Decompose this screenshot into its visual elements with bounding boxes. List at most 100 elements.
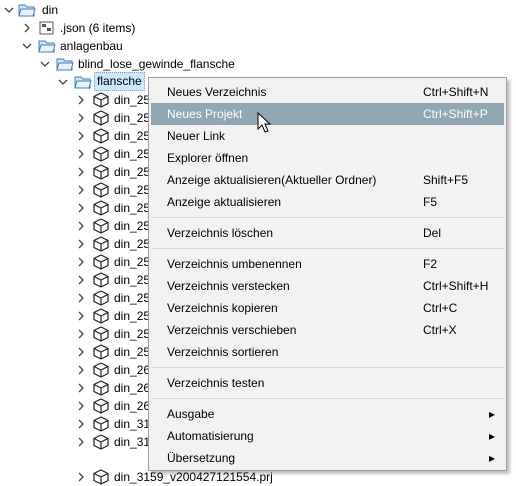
menu-item-label: Neues Projekt (167, 107, 243, 121)
folder-open-icon (56, 58, 74, 71)
menu-item-neuer-link[interactable]: Neuer Link (151, 125, 504, 147)
menu-item-shortcut: Ctrl+Shift+N (423, 85, 489, 99)
menu-item-delete[interactable]: Verzeichnis löschen Del (151, 222, 504, 244)
chevron-down-icon[interactable] (58, 77, 68, 87)
tree-label: din_25 (114, 237, 151, 251)
menu-item-neues-projekt[interactable]: Neues Projekt Ctrl+Shift+P (151, 103, 504, 125)
tree-label: din_31 (114, 417, 151, 431)
tree-label: din_25 (114, 345, 151, 359)
menu-item-label: Verzeichnis verstecken (167, 279, 290, 293)
menu-item-label: Automatisierung (167, 429, 254, 443)
menu-item-shortcut: Ctrl+X (423, 323, 457, 337)
tree-label: din_25 (114, 255, 151, 269)
tree-label: din_25 (114, 93, 151, 107)
menu-item-sort[interactable]: Verzeichnis sortieren (151, 341, 504, 363)
menu-item-shortcut: F2 (423, 257, 438, 271)
chevron-right-icon[interactable] (76, 275, 86, 285)
chevron-right-icon[interactable] (76, 472, 86, 482)
chevron-right-icon[interactable] (76, 347, 86, 357)
chevron-right-icon[interactable] (22, 23, 32, 33)
cube-icon (93, 200, 109, 216)
cube-icon (93, 110, 109, 126)
chevron-right-icon[interactable] (76, 149, 86, 159)
tree-label: blind_lose_gewinde_flansche (78, 57, 235, 71)
tree-label: din_25 (114, 111, 151, 125)
chevron-right-icon[interactable] (76, 113, 86, 123)
menu-item-automatisierung[interactable]: Automatisierung ▸ (151, 425, 504, 447)
tree-label: din_25 (114, 165, 151, 179)
folder-open-icon (38, 40, 56, 53)
menu-item-uebersetzung[interactable]: Übersetzung▸ (151, 447, 504, 469)
cube-icon (93, 128, 109, 144)
menu-item-explorer-oeffnen[interactable]: Explorer öffnen (151, 147, 504, 169)
cube-icon (93, 92, 109, 108)
chevron-down-icon[interactable] (22, 41, 32, 51)
menu-item-label: Verzeichnis testen (167, 376, 265, 390)
menu-item-refresh-current[interactable]: Anzeige aktualisieren(Aktueller Ordner)S… (151, 169, 504, 191)
menu-separator (151, 367, 504, 368)
tree-label: din_25 (114, 273, 151, 287)
submenu-arrow-icon: ▸ (489, 429, 496, 443)
chevron-right-icon[interactable] (76, 401, 86, 411)
folder-open-icon (74, 76, 92, 89)
menu-item-label: Anzeige aktualisieren (167, 195, 282, 209)
chevron-right-icon[interactable] (76, 293, 86, 303)
chevron-down-icon[interactable] (40, 59, 50, 69)
menu-item-label: Neuer Link (167, 129, 226, 143)
chevron-right-icon[interactable] (76, 329, 86, 339)
tree-label: din_26 (114, 381, 151, 395)
menu-item-shortcut: F5 (423, 195, 438, 209)
menu-item-label: Explorer öffnen (167, 151, 249, 165)
tree-label: din_31 (114, 435, 151, 449)
chevron-right-icon[interactable] (76, 203, 86, 213)
tree-label: din_25 (114, 129, 151, 143)
cube-icon (93, 380, 109, 396)
chevron-right-icon[interactable] (76, 239, 86, 249)
chevron-right-icon[interactable] (76, 257, 86, 267)
cube-icon (93, 308, 109, 324)
cube-icon (93, 434, 109, 450)
chevron-right-icon[interactable] (76, 221, 86, 231)
chevron-down-icon[interactable] (4, 5, 14, 15)
menu-item-refresh[interactable]: Anzeige aktualisieren F5 (151, 191, 504, 213)
chevron-right-icon[interactable] (76, 365, 86, 375)
tree-label: din_25 (114, 291, 151, 305)
chevron-right-icon[interactable] (76, 383, 86, 393)
tree-label: din_25 (114, 219, 151, 233)
cube-icon (93, 164, 109, 180)
tree-label: din_25 (114, 183, 151, 197)
mouse-pointer-icon (257, 112, 272, 133)
menu-item-test[interactable]: Verzeichnis testen (151, 372, 504, 394)
cube-icon (93, 326, 109, 342)
chevron-right-icon[interactable] (76, 437, 86, 447)
cube-icon (93, 362, 109, 378)
cube-icon (93, 182, 109, 198)
tree-label: din_26 (114, 399, 151, 413)
menu-item-ausgabe[interactable]: Ausgabe▸ (151, 403, 504, 425)
chevron-right-icon[interactable] (76, 185, 86, 195)
chevron-right-icon[interactable] (76, 131, 86, 141)
menu-item-shortcut: Del (423, 226, 442, 240)
cube-icon (93, 236, 109, 252)
chevron-right-icon[interactable] (76, 167, 86, 177)
cube-icon (93, 416, 109, 432)
cube-icon (93, 254, 109, 270)
tree-label: anlagenbau (60, 39, 123, 53)
menu-item-shortcut: Ctrl+Shift+P (423, 107, 488, 121)
chevron-right-icon[interactable] (76, 419, 86, 429)
tree-label: din (42, 3, 59, 17)
chevron-right-icon[interactable] (76, 95, 86, 105)
chevron-right-icon[interactable] (76, 311, 86, 321)
cube-icon (93, 272, 109, 288)
menu-item-label: Ausgabe (167, 407, 215, 421)
json-group-icon (39, 21, 54, 35)
menu-item-label: Verzeichnis sortieren (167, 345, 279, 359)
menu-item-label: Verzeichnis löschen (167, 226, 274, 240)
